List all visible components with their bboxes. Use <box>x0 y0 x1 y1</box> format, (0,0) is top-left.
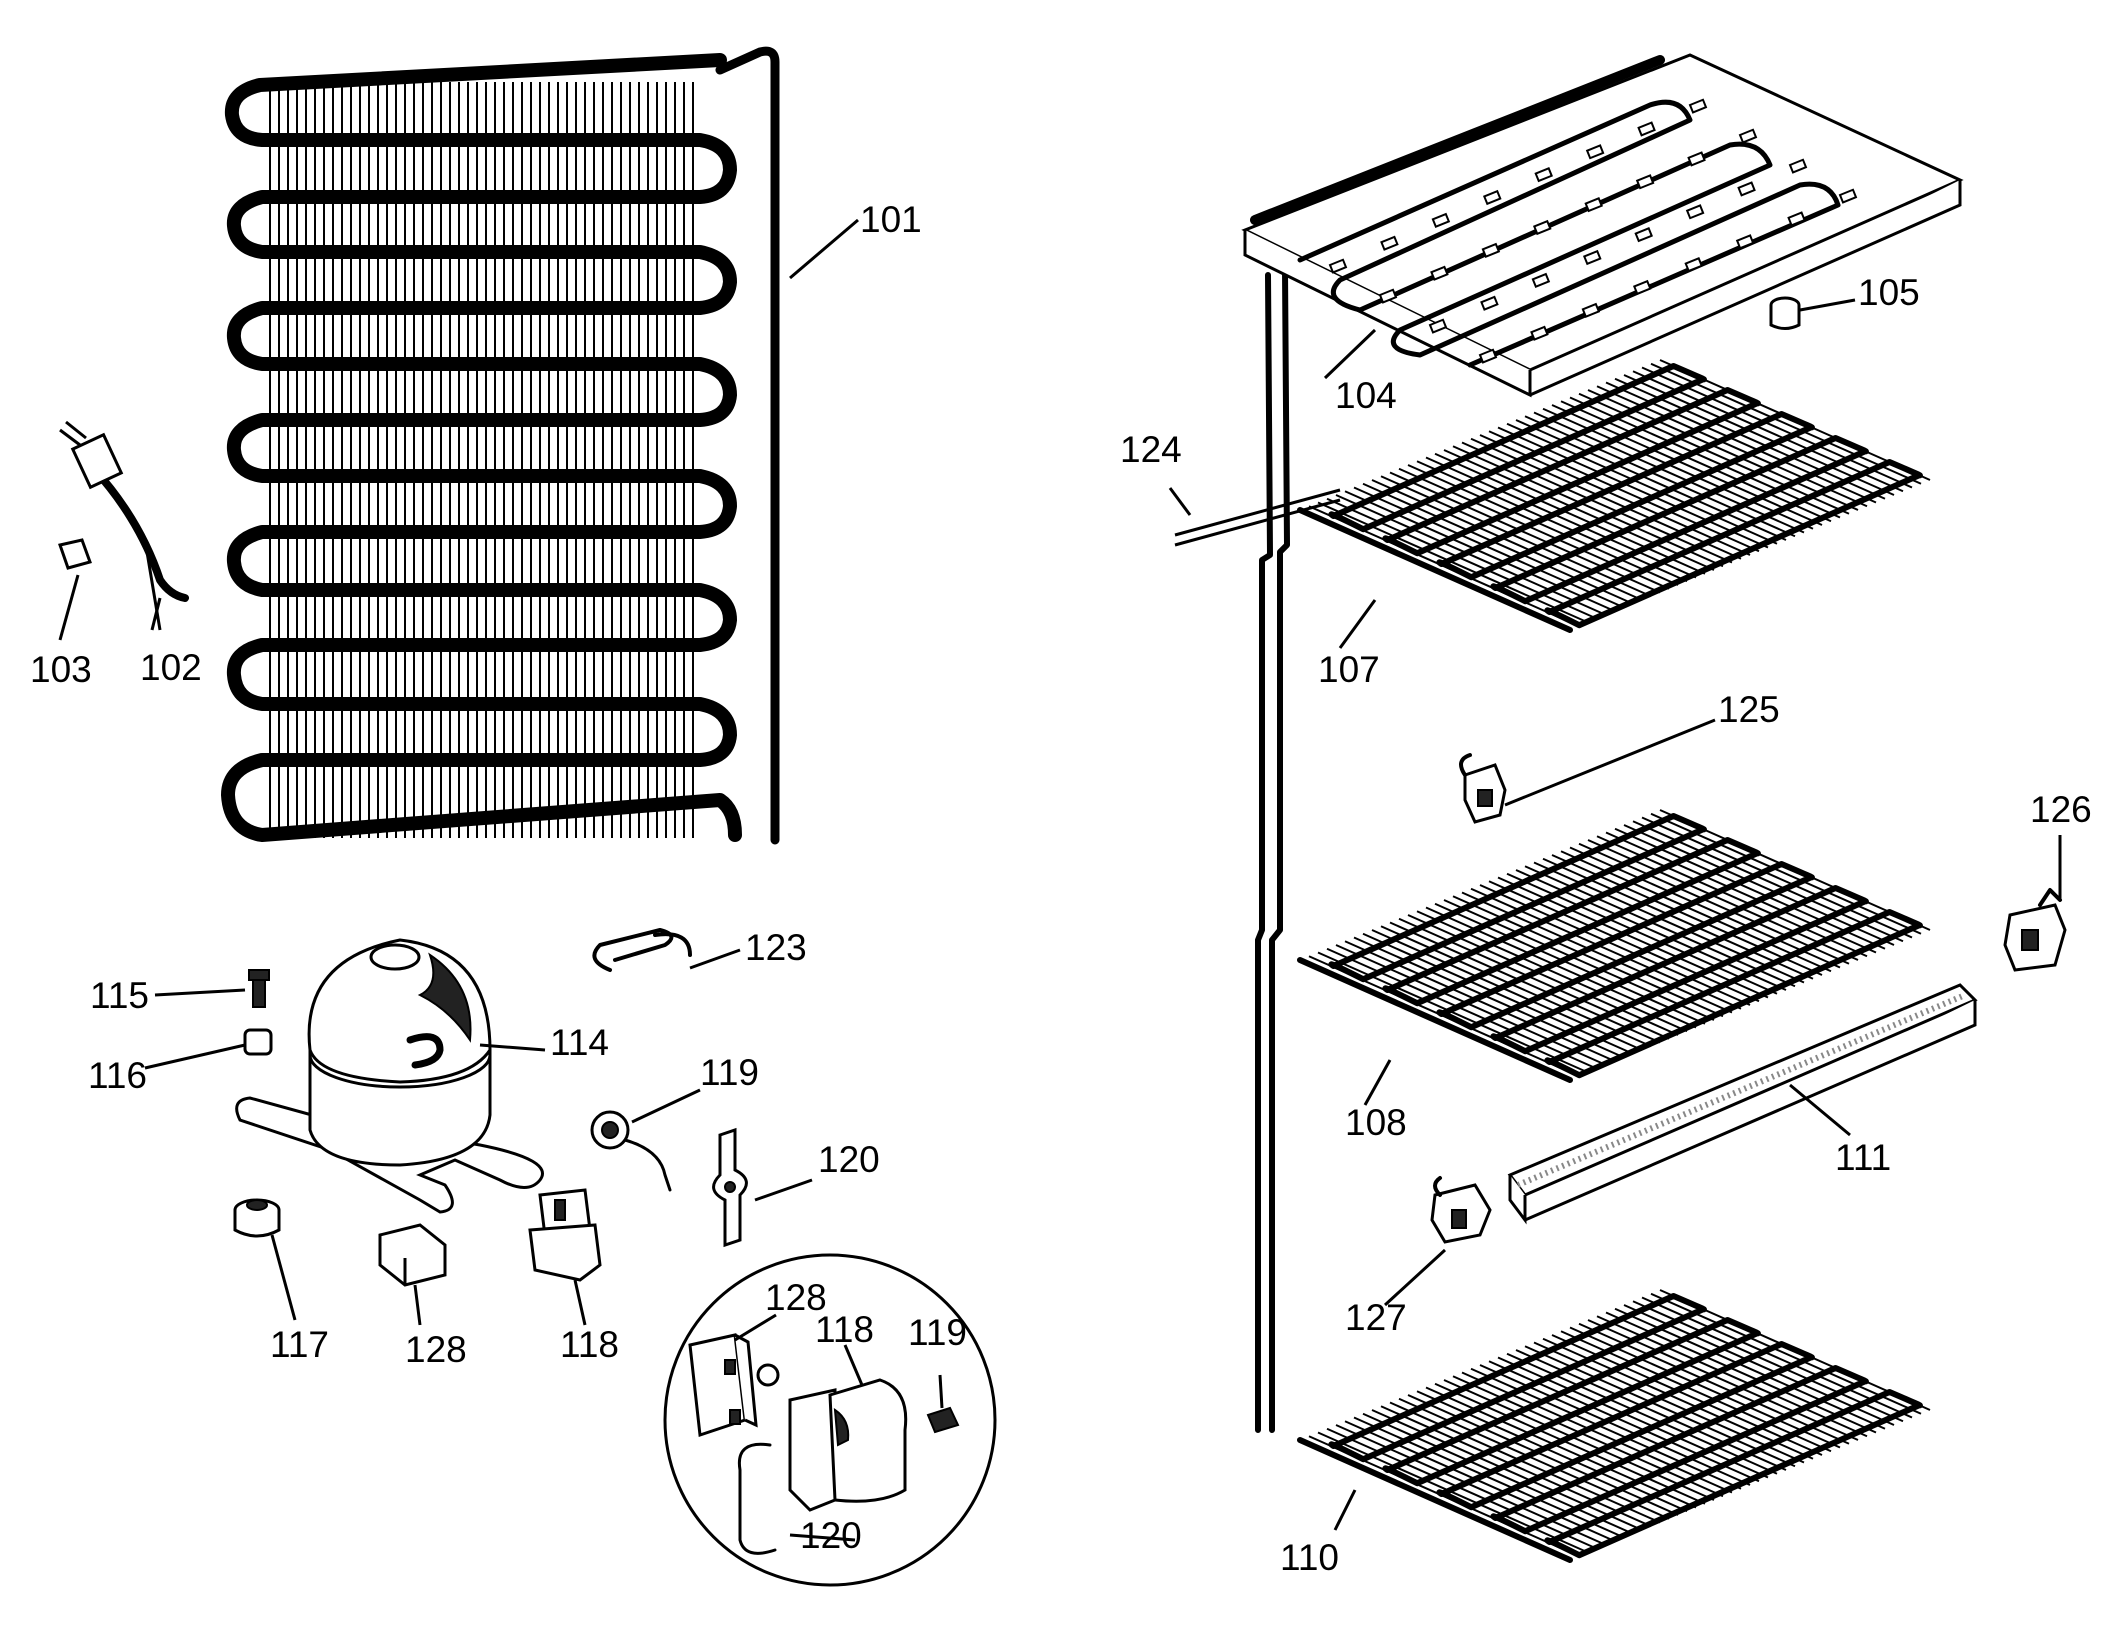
callout-103: 103 <box>30 649 92 690</box>
callout-116: 116 <box>88 1055 147 1096</box>
wire-connector <box>58 538 92 570</box>
evaporator-trim-strip <box>1507 983 1978 1225</box>
overload-protector <box>590 1110 672 1192</box>
callout-120: 120 <box>818 1139 880 1180</box>
callout-114: 114 <box>550 1022 609 1063</box>
evaporator-shelf-108 <box>1297 809 1931 1083</box>
callout-111: 111 <box>1835 1137 1891 1178</box>
evaporator-shelf-107 <box>1297 359 1931 633</box>
freezer-plate-evaporator <box>1241 53 1964 398</box>
evaporator-shelf-110 <box>1297 1289 1931 1563</box>
callout-123: 123 <box>745 927 807 968</box>
shelf-clip-127 <box>1430 1176 1492 1244</box>
callout-118-detail: 118 <box>815 1309 874 1350</box>
grommet <box>243 1028 273 1056</box>
relay-clip <box>712 1127 748 1248</box>
callout-115: 115 <box>90 975 149 1016</box>
callout-120-detail: 120 <box>800 1515 862 1556</box>
callout-119: 119 <box>700 1052 759 1093</box>
condenser-coil <box>221 46 780 845</box>
power-cord <box>59 420 189 602</box>
relay-detail-inset <box>663 1253 997 1587</box>
grommet-base <box>233 1198 281 1238</box>
compressor <box>235 938 544 1214</box>
callout-125: 125 <box>1718 689 1780 730</box>
callout-labels: 101 102 103 104 105 124 107 125 126 108 … <box>30 199 2092 1578</box>
tubing-clips <box>592 928 692 972</box>
mounting-bolt <box>248 969 270 1008</box>
relay-cover <box>378 1223 447 1287</box>
callout-101: 101 <box>860 199 922 240</box>
callout-128-detail: 128 <box>765 1277 827 1318</box>
callout-107: 107 <box>1318 649 1380 690</box>
callout-126: 126 <box>2030 789 2092 830</box>
callout-128: 128 <box>405 1329 467 1370</box>
callout-124: 124 <box>1120 429 1182 470</box>
leader-lines <box>58 218 2062 1542</box>
callout-117: 117 <box>270 1324 329 1365</box>
tube-cap <box>1769 296 1801 330</box>
shelf-clip-125 <box>1459 753 1507 824</box>
start-relay <box>528 1188 602 1282</box>
callout-104: 104 <box>1335 375 1397 416</box>
callout-102: 102 <box>140 647 202 688</box>
evaporator-riser-tubes <box>1255 267 1290 1433</box>
callout-110: 110 <box>1280 1537 1339 1578</box>
callout-118: 118 <box>560 1324 619 1365</box>
callout-127: 127 <box>1345 1297 1407 1338</box>
shelf-clip-126 <box>2003 888 2067 972</box>
callout-119-detail: 119 <box>908 1312 967 1353</box>
callout-108: 108 <box>1345 1102 1407 1143</box>
callout-105: 105 <box>1858 272 1920 313</box>
